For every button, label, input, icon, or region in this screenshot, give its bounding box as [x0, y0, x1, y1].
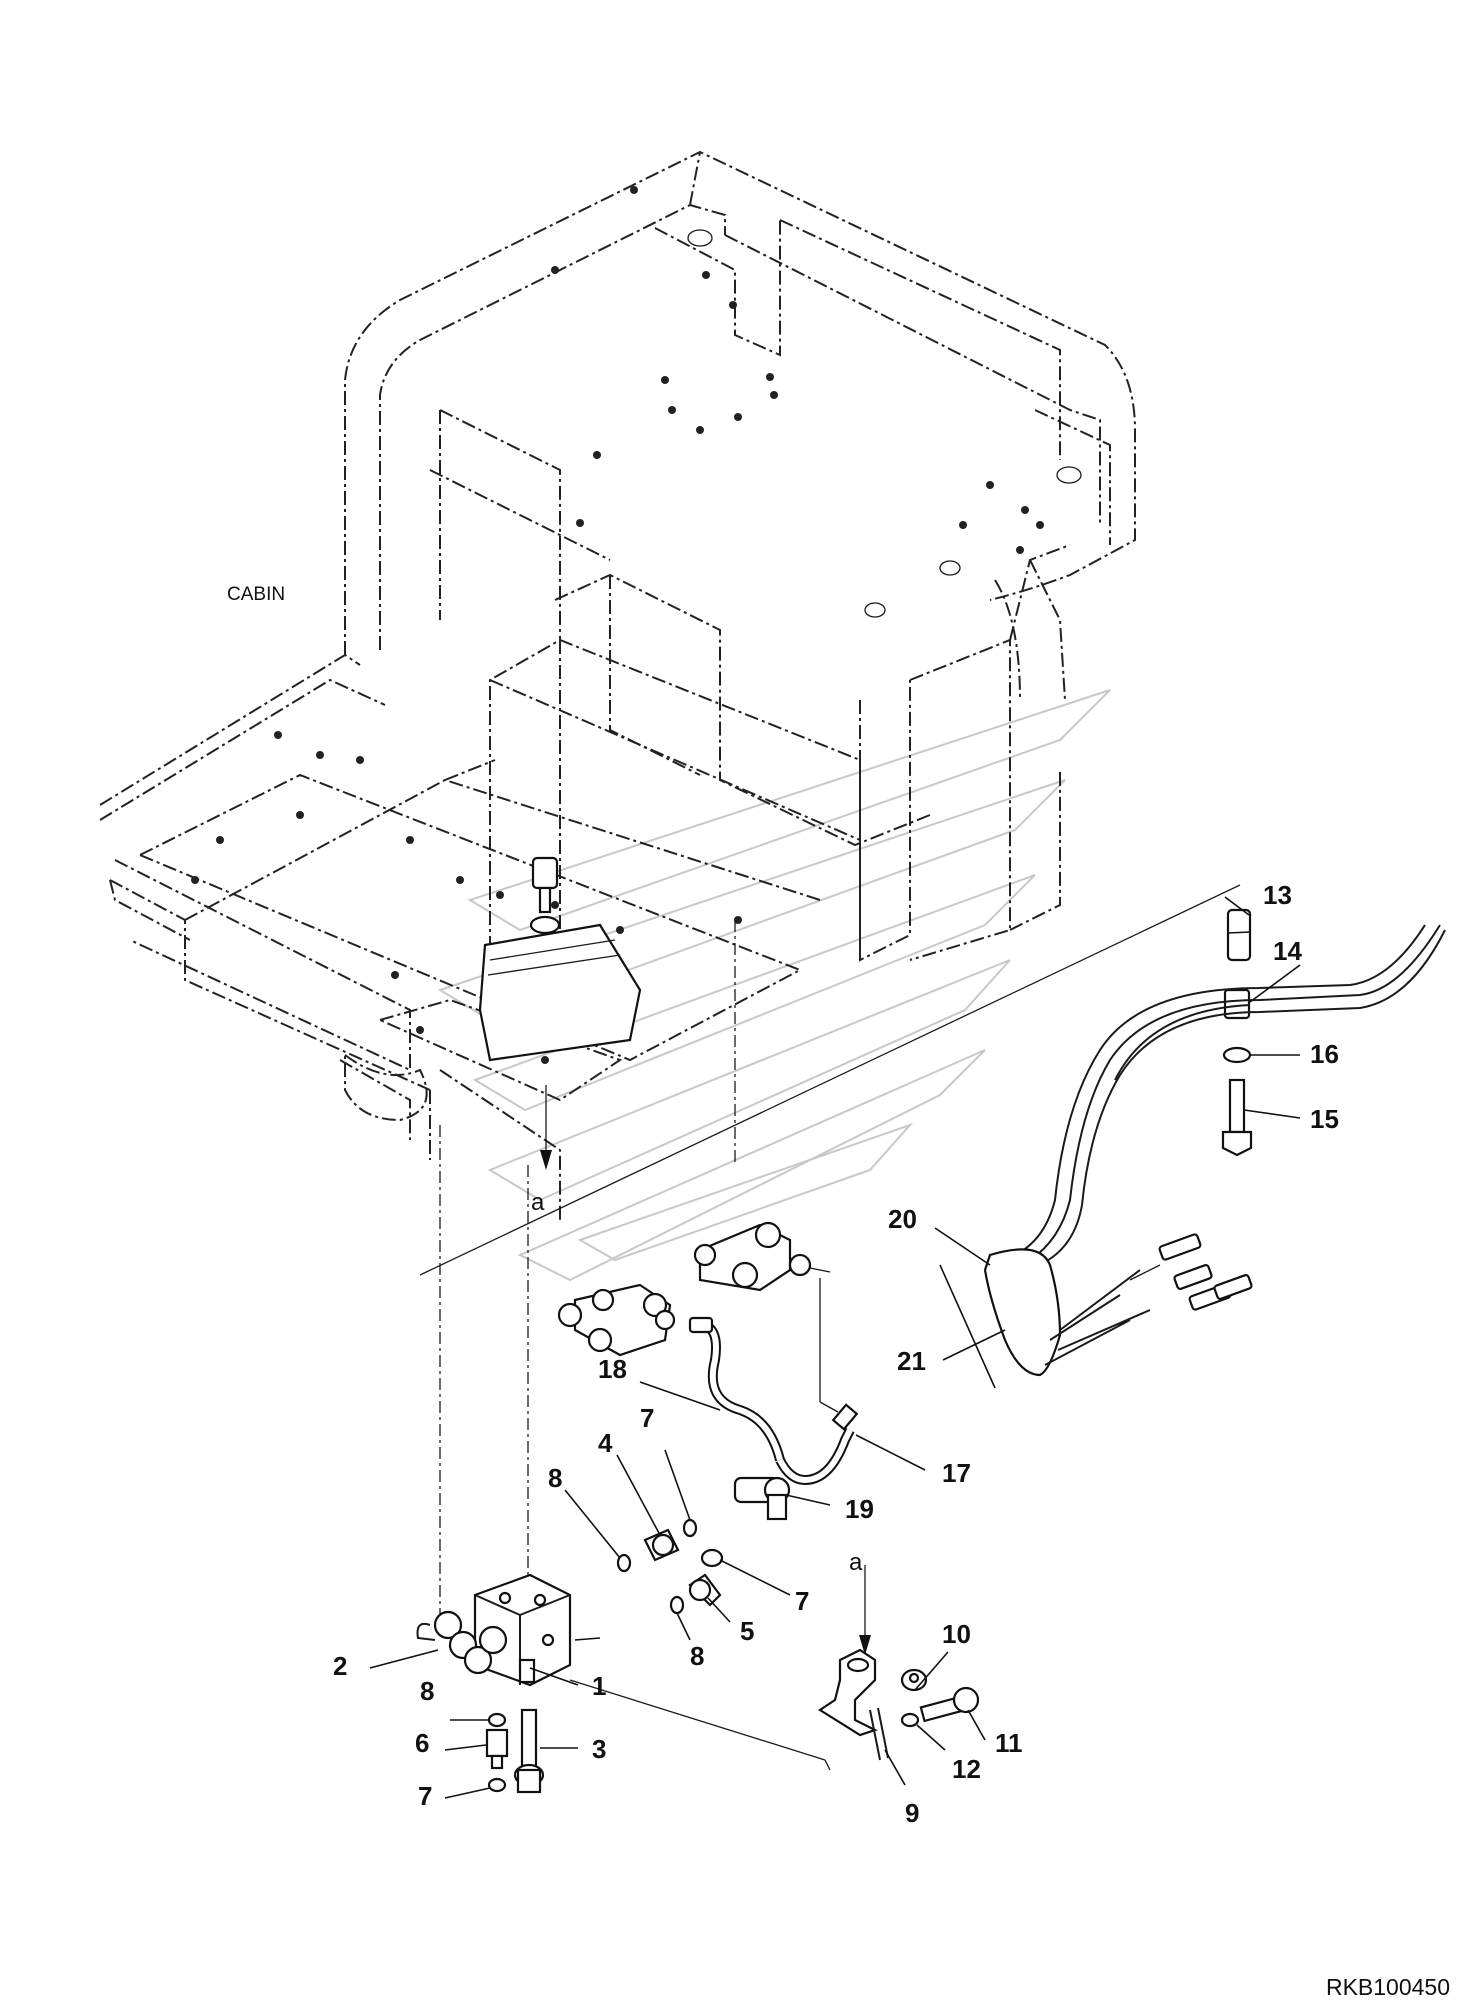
solenoid-valve-upper-right [693, 1221, 831, 1292]
callout-3: 3 [592, 1734, 606, 1764]
callout-11: 11 [995, 1728, 1023, 1758]
callout-13: 13 [1263, 880, 1292, 910]
bolt-and-plug [485, 1708, 545, 1794]
callout-21: 21 [897, 1346, 926, 1376]
callout-12: 12 [952, 1754, 981, 1784]
callout-8-c: 8 [420, 1676, 434, 1706]
hose-assembly [688, 1278, 859, 1521]
bracket-assembly [817, 1565, 980, 1761]
callout-6: 6 [415, 1728, 429, 1758]
mount-holes [191, 186, 1082, 1064]
callout-15: 15 [1310, 1104, 1339, 1134]
callout-14: 14 [1273, 936, 1302, 966]
callout-7-b: 7 [795, 1586, 809, 1616]
clamp-assembly [419, 884, 1253, 1276]
view-ref-top-a: a [531, 1189, 545, 1216]
callout-8-b: 8 [690, 1641, 704, 1671]
callout-2: 2 [333, 1651, 347, 1681]
watermark-logo [437, 689, 1111, 1282]
callout-17: 17 [942, 1458, 971, 1488]
view-ref-bracket-a: a [849, 1549, 863, 1576]
callout-1: 1 [592, 1671, 606, 1701]
callout-7-c: 7 [418, 1781, 432, 1811]
callout-18: 18 [598, 1354, 627, 1384]
cabin-frame [99, 150, 1136, 1220]
callout-7-a: 7 [640, 1403, 654, 1433]
callout-19: 19 [845, 1494, 874, 1524]
view-arrow-top [439, 920, 736, 1620]
callout-4: 4 [598, 1428, 613, 1458]
upper-bolt-assembly [478, 856, 642, 1062]
harness-hoses [983, 924, 1446, 1377]
cabin-label: CABIN [227, 584, 285, 605]
callout-labels: 13 14 16 15 20 21 18 17 19 7 4 8 7 5 8 2… [333, 880, 1339, 1828]
callout-10: 10 [942, 1619, 971, 1649]
callout-9: 9 [905, 1798, 919, 1828]
callout-20: 20 [888, 1204, 917, 1234]
solenoid-valve-upper-left [557, 1283, 676, 1357]
adapters-and-orings [616, 1518, 724, 1615]
callout-16: 16 [1310, 1039, 1339, 1069]
callout-5: 5 [740, 1616, 754, 1646]
valve-block [416, 1573, 572, 1687]
leader-lines [369, 896, 1301, 1799]
drawing-number: RKB100450 [1326, 1974, 1450, 2000]
callout-8-a: 8 [548, 1463, 562, 1493]
